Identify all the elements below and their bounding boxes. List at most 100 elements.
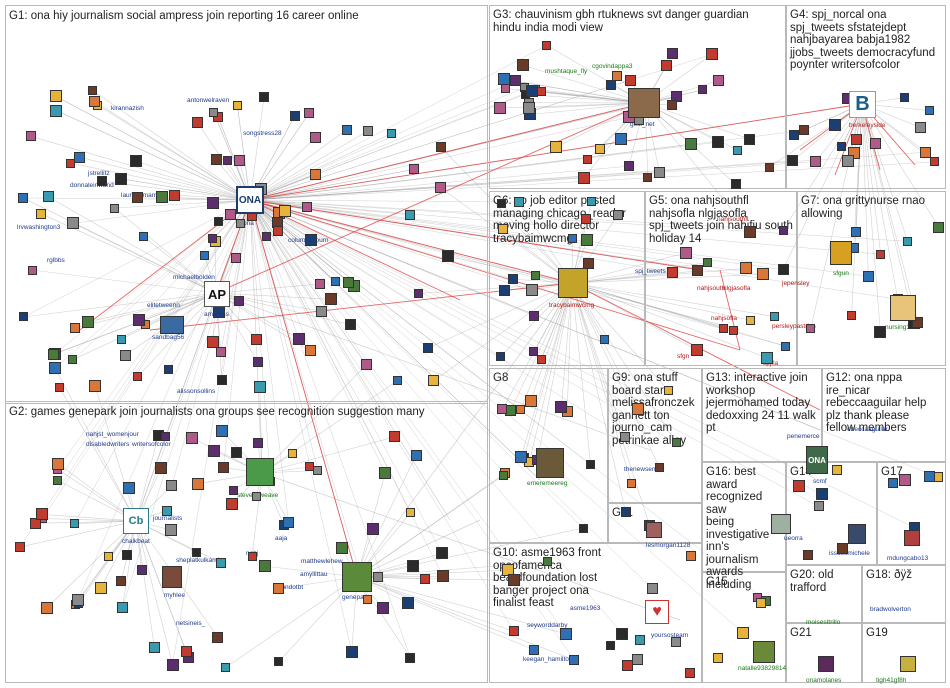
- user-avatar-node: [210, 154, 222, 166]
- graph-edge: [861, 103, 881, 333]
- node-label-emeremeereg: emeremeereg: [527, 480, 568, 487]
- user-avatar-node: [646, 582, 658, 594]
- graph-edge: [141, 199, 251, 515]
- graph-edge: [571, 282, 639, 409]
- user-avatar-node: [528, 310, 539, 321]
- highlight-edge: [215, 102, 646, 294]
- sfgun-photo: [830, 241, 852, 265]
- graph-edge: [261, 436, 395, 474]
- node-label-kirannazish: kirannazish: [111, 105, 144, 112]
- user-avatar-node: [252, 356, 263, 367]
- highlight-edge: [249, 199, 573, 284]
- graph-edge: [356, 527, 584, 578]
- graph-edge: [861, 103, 908, 242]
- user-avatar-node: [28, 265, 38, 275]
- user-avatar-node: [116, 602, 128, 614]
- user-avatar-node: [525, 284, 538, 297]
- user-avatar-node: [220, 663, 230, 673]
- graph-edge: [571, 282, 786, 347]
- graph-edge: [56, 110, 251, 201]
- graph-edge: [213, 112, 251, 201]
- user-avatar-node: [437, 570, 450, 583]
- graph-edge: [249, 130, 368, 201]
- user-avatar-node: [900, 93, 910, 103]
- user-avatar-node: [671, 636, 682, 647]
- user-avatar-node: [515, 451, 528, 464]
- node-label-netsineis-: netsineis_: [176, 620, 206, 627]
- group-box-g12: G12: ona nppa ire_nicar rebeccaaguilar h…: [822, 368, 946, 462]
- highlight-edge: [249, 199, 741, 351]
- user-avatar-node: [851, 227, 862, 238]
- user-avatar-node: [87, 85, 97, 95]
- user-avatar-node: [586, 460, 596, 470]
- graph-edge: [42, 199, 251, 519]
- graph-edge: [861, 103, 869, 277]
- user-avatar-node: [914, 121, 926, 133]
- graph-edge: [122, 520, 137, 608]
- user-avatar-node: [258, 92, 269, 103]
- user-avatar-node: [35, 208, 46, 219]
- user-avatar-node: [310, 168, 322, 180]
- graph-edge: [249, 199, 673, 273]
- node-label-sfgn: sfgn: [677, 353, 690, 360]
- graph-edge: [135, 520, 173, 665]
- node-label-chalkbeat: chalkbeat: [122, 538, 150, 545]
- user-avatar-node: [524, 394, 537, 407]
- graph-edge: [571, 252, 686, 284]
- user-avatar-node: [409, 164, 420, 175]
- user-avatar-node: [402, 597, 415, 610]
- node-label-scmf: scmf: [813, 478, 827, 485]
- user-avatar-node: [508, 574, 521, 587]
- user-avatar-node: [166, 658, 179, 671]
- user-avatar-node: [233, 155, 245, 167]
- node-label-onamolanes: onamolanes: [806, 677, 842, 684]
- graph-edge: [571, 282, 775, 317]
- graph-edge: [249, 199, 584, 529]
- user-avatar-node: [626, 478, 636, 488]
- user-avatar-node: [529, 347, 539, 357]
- graph-edge: [249, 199, 319, 471]
- user-avatar-node: [832, 465, 843, 476]
- user-avatar-node: [70, 519, 79, 529]
- user-avatar-node: [74, 151, 86, 163]
- user-avatar-node: [215, 346, 226, 357]
- user-avatar-node: [874, 326, 887, 339]
- user-avatar-node: [422, 343, 433, 354]
- graph-edge: [249, 199, 677, 443]
- user-avatar-node: [685, 668, 696, 679]
- user-avatar-node: [777, 263, 789, 275]
- node-label-jondotbt: jondotbt: [280, 584, 304, 591]
- myhlee-photo: [162, 566, 182, 588]
- user-avatar-node: [530, 271, 540, 281]
- group-title-g1: G1: ona hiy journalism social ampress jo…: [9, 10, 359, 22]
- user-avatar-node: [496, 352, 506, 362]
- graph-edge: [528, 102, 646, 109]
- user-avatar-node: [226, 498, 239, 511]
- graph-edge: [502, 282, 573, 410]
- graph-edge: [249, 199, 350, 283]
- node-label-sfgun: sfgun: [833, 270, 849, 277]
- group-box-g8: G8: [489, 368, 608, 543]
- node-label-elitetweenn: elitetweenn: [147, 302, 180, 309]
- graph-edge: [121, 178, 251, 201]
- user-avatar-node: [712, 136, 725, 149]
- group-box-g15: G15: [702, 572, 786, 683]
- graph-edge: [249, 199, 521, 411]
- graph-edge: [114, 207, 217, 294]
- graph-edge: [356, 473, 506, 578]
- user-avatar-node: [516, 59, 529, 72]
- graph-edge: [73, 199, 251, 224]
- graph-edge: [440, 187, 573, 284]
- graph-edge: [249, 199, 355, 287]
- user-avatar-node: [587, 196, 597, 206]
- user-avatar-node: [577, 171, 590, 184]
- user-avatar-node: [279, 204, 292, 217]
- user-avatar-node: [344, 319, 356, 331]
- group-title-g20: G20: old trafford: [790, 569, 834, 594]
- user-avatar-node: [497, 73, 510, 86]
- user-avatar-node: [550, 140, 563, 153]
- user-avatar-node: [360, 358, 372, 370]
- node-label-bradwolverton: bradwolverton: [870, 606, 911, 613]
- user-avatar-node: [787, 155, 798, 167]
- user-avatar-node: [313, 465, 323, 475]
